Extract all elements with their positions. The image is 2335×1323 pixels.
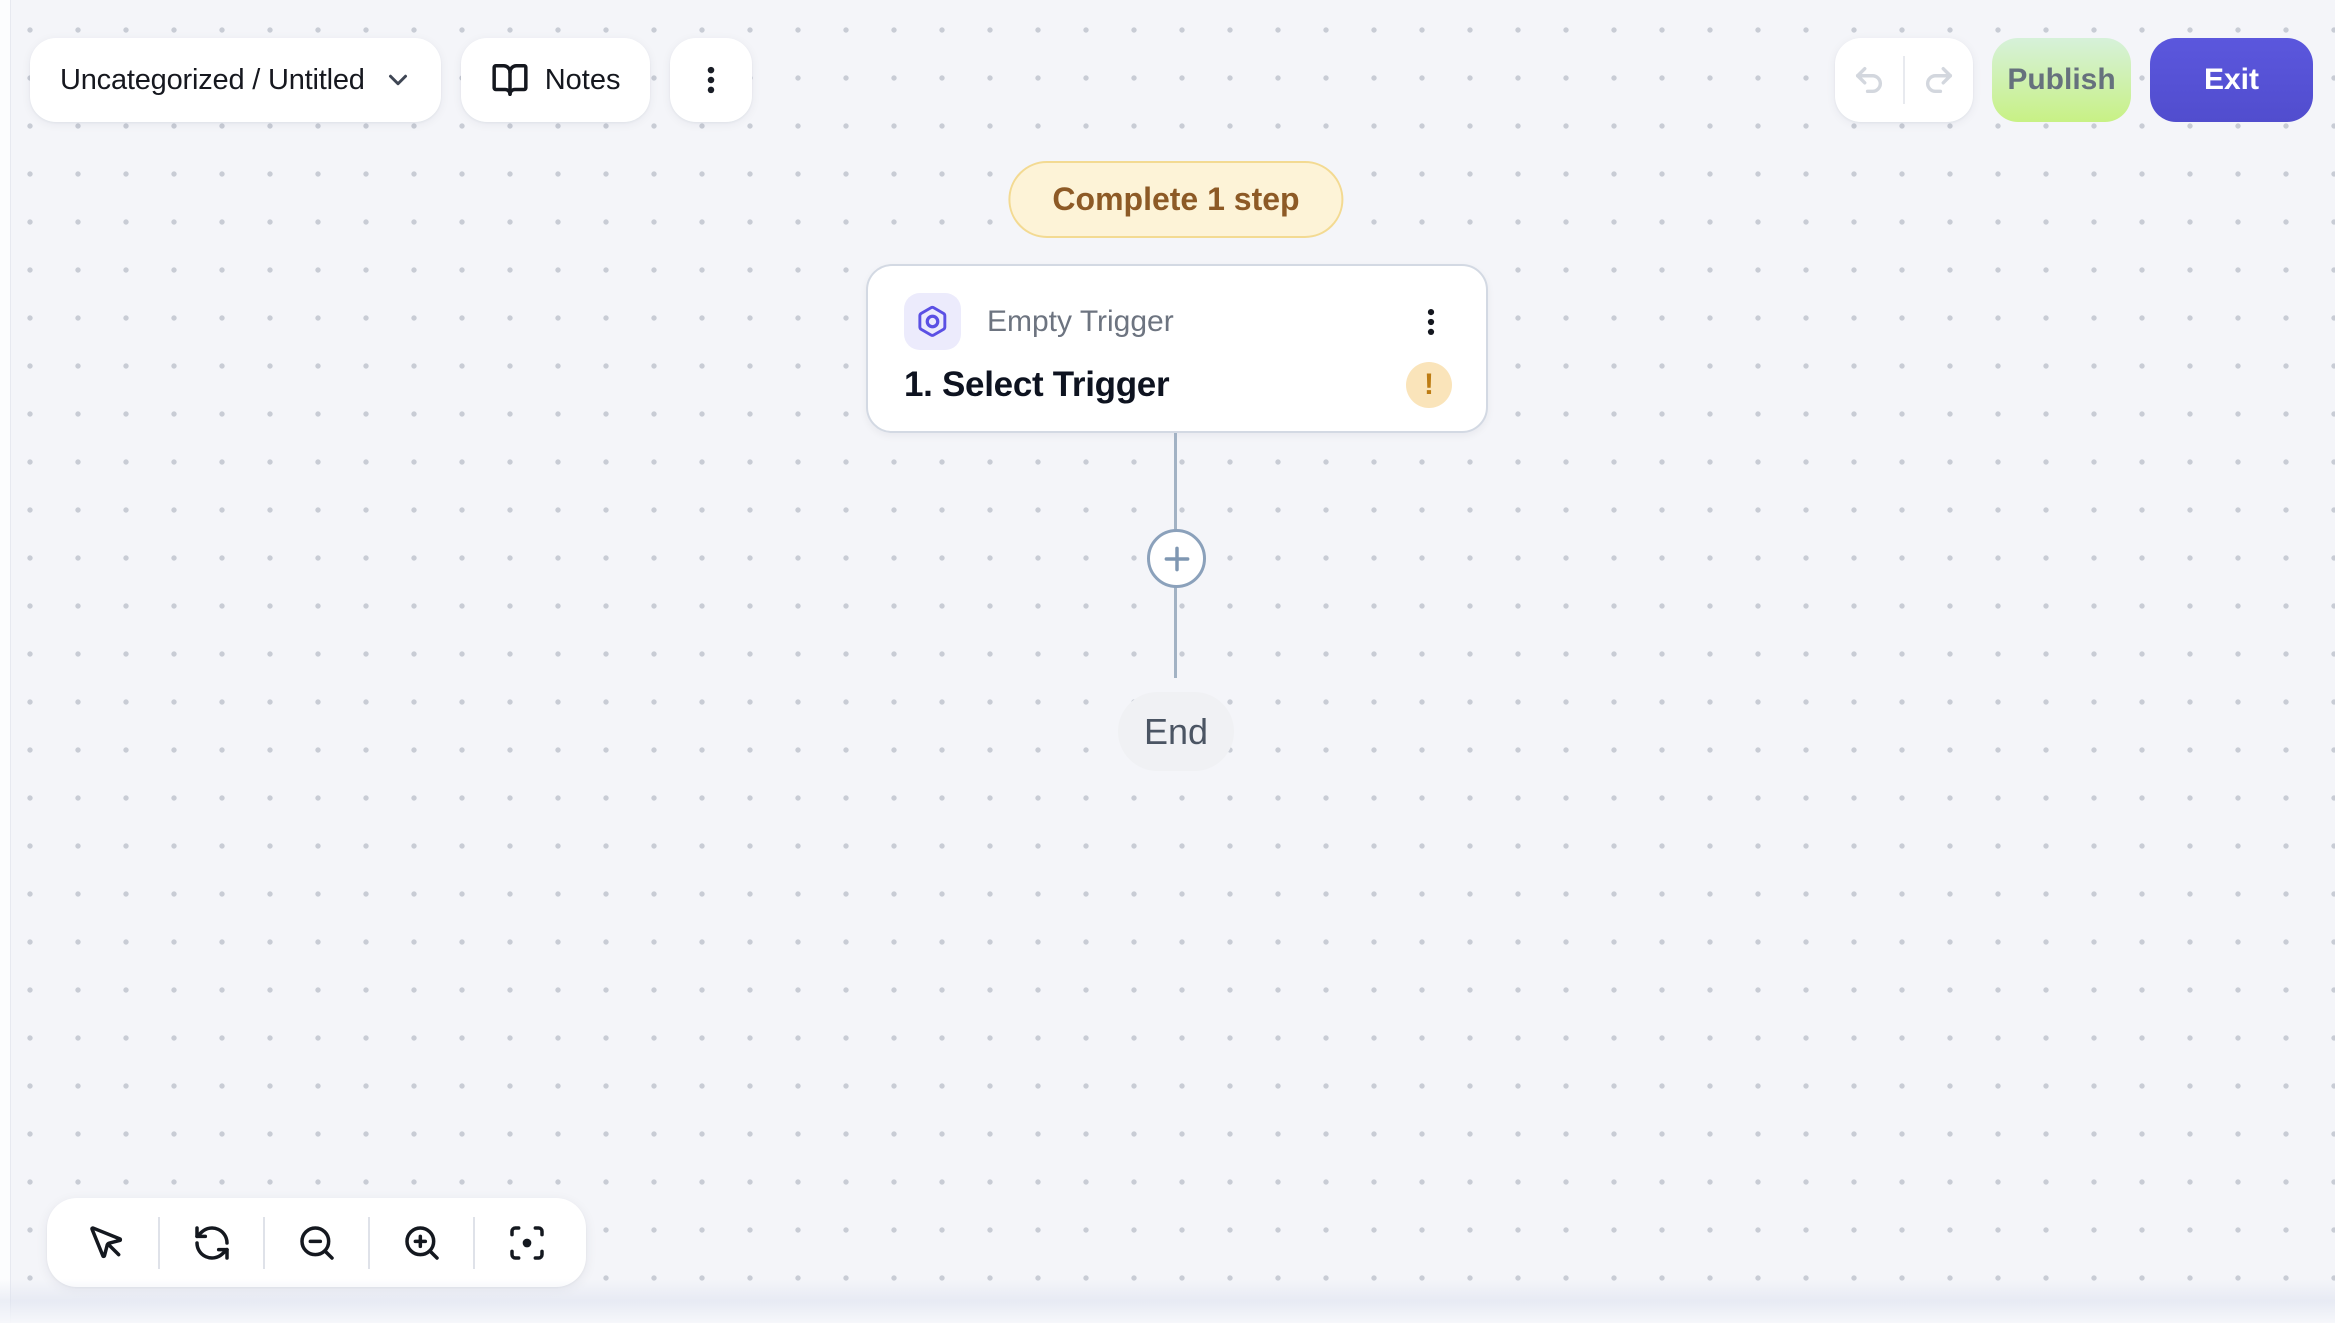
trigger-node-title: 1. Select Trigger: [904, 365, 1170, 404]
toolbar-divider: [368, 1216, 370, 1269]
flow-title-button[interactable]: Uncategorized / Untitled: [30, 38, 441, 122]
trigger-node[interactable]: Empty Trigger 1. Select Trigger !: [866, 264, 1488, 433]
left-edge-panel: [0, 0, 11, 1323]
zoom-in-button[interactable]: [370, 1198, 473, 1287]
flow-title: Uncategorized / Untitled: [60, 63, 365, 96]
more-options-button[interactable]: [670, 38, 753, 122]
history-divider: [1903, 56, 1905, 104]
zoom-out-button[interactable]: [265, 1198, 368, 1287]
trigger-node-subtitle: Empty Trigger: [987, 304, 1174, 338]
trigger-node-menu-button[interactable]: [1406, 297, 1456, 347]
add-step-button[interactable]: [1147, 529, 1206, 588]
redo-icon: [1922, 63, 1956, 97]
exit-button[interactable]: Exit: [2150, 38, 2313, 122]
refresh-view-button[interactable]: [160, 1198, 263, 1287]
kebab-menu-icon: [694, 63, 728, 97]
refresh-icon: [192, 1223, 232, 1263]
fit-view-button[interactable]: [475, 1198, 578, 1287]
topbar-left: Uncategorized / Untitled Notes: [30, 38, 753, 122]
notes-label: Notes: [544, 63, 621, 96]
end-node: End: [1118, 692, 1234, 771]
warning-icon: !: [1406, 362, 1452, 408]
trigger-node-header-row: Empty Trigger: [904, 293, 1456, 350]
undo-icon: [1852, 63, 1886, 97]
toolbar-divider: [263, 1216, 265, 1269]
publish-button[interactable]: Publish: [1992, 38, 2131, 122]
toolbar-divider: [158, 1216, 160, 1269]
notes-button[interactable]: Notes: [460, 38, 651, 122]
book-open-icon: [491, 61, 529, 99]
history-controls: [1835, 38, 1973, 122]
hexagon-trigger-icon: [914, 303, 951, 340]
zoom-out-icon: [297, 1223, 337, 1263]
plus-icon: [1161, 543, 1193, 575]
toolbar-divider: [473, 1216, 475, 1269]
trigger-node-title-row: 1. Select Trigger !: [904, 362, 1456, 408]
mouse-pointer-icon: [87, 1223, 127, 1263]
focus-frame-icon: [507, 1223, 547, 1263]
select-tool-button[interactable]: [55, 1198, 158, 1287]
trigger-icon-tile: [904, 293, 961, 350]
zoom-in-icon: [402, 1223, 442, 1263]
canvas-toolbar: [47, 1198, 586, 1287]
redo-button[interactable]: [1905, 38, 1973, 122]
kebab-menu-icon: [1414, 305, 1448, 339]
incomplete-steps-badge: Complete 1 step: [1008, 161, 1344, 238]
undo-button[interactable]: [1835, 38, 1903, 122]
topbar-right: Publish Exit: [1835, 38, 2313, 122]
chevron-down-icon: [383, 65, 413, 95]
